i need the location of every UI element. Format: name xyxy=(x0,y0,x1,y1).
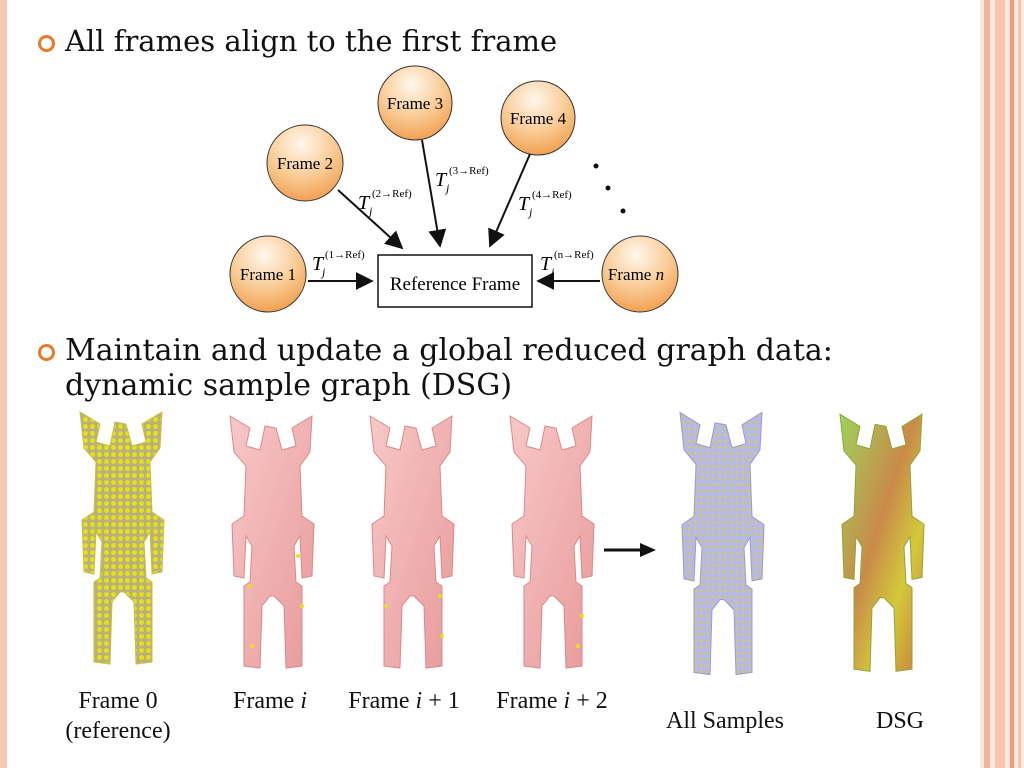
right-border-stripe xyxy=(1018,0,1021,768)
caption-all-samples: All Samples xyxy=(666,708,784,734)
svg-text:(n→Ref): (n→Ref) xyxy=(554,249,594,261)
svg-text:j: j xyxy=(549,265,555,279)
svg-text:T: T xyxy=(358,192,371,214)
bullet-text: All frames align to the first frame xyxy=(65,24,558,58)
dsg-figure xyxy=(79,411,925,675)
svg-text:T: T xyxy=(435,169,448,191)
frame-2-label: Frame 2 xyxy=(277,154,333,173)
right-border-stripe xyxy=(995,0,1005,768)
svg-text:j: j xyxy=(527,205,533,219)
right-border-stripe xyxy=(984,0,990,768)
caption-frame-i-plus-2: Frame i + 2 xyxy=(496,688,608,714)
bullet-item-1: All frames align to the first frame xyxy=(38,24,557,58)
frame-1-label: Frame 1 xyxy=(240,265,296,284)
caption-frame-0-line-2: (reference) xyxy=(65,718,171,744)
robot-dsg xyxy=(839,413,925,672)
reference-frame-box: Reference Frame xyxy=(377,254,533,308)
arrow-frame-3 xyxy=(421,139,447,248)
robot-all-samples xyxy=(679,411,765,675)
bullet-marker-icon xyxy=(38,35,55,52)
caption-dsg: DSG xyxy=(875,708,924,734)
frame-3-node: Frame 3 xyxy=(377,65,453,141)
transform-label-n: T j (n→Ref) xyxy=(540,249,594,279)
ellipsis-dots xyxy=(593,163,626,214)
transform-label-3: T j (3→Ref) xyxy=(435,165,489,195)
bullet-text-line-1: Maintain and update a global reduced gra… xyxy=(65,333,833,368)
right-arrow-icon xyxy=(604,543,656,557)
svg-text:(3→Ref): (3→Ref) xyxy=(449,165,489,177)
frame-3-label: Frame 3 xyxy=(387,94,443,113)
caption-frame-0: Frame 0 (reference) xyxy=(48,686,188,746)
svg-text:T: T xyxy=(312,253,325,275)
frame-1-node: Frame 1 xyxy=(229,235,307,313)
svg-text:(1→Ref): (1→Ref) xyxy=(325,249,365,261)
svg-text:(4→Ref): (4→Ref) xyxy=(532,189,572,201)
robot-frame-i-plus-1 xyxy=(369,415,455,669)
arrow-frame-4 xyxy=(488,153,531,248)
robot-frame-0 xyxy=(79,411,165,665)
svg-text:T: T xyxy=(540,253,553,275)
bullet-marker-icon xyxy=(38,344,55,361)
arrow-frame-2 xyxy=(337,189,404,250)
reference-frame-label: Reference Frame xyxy=(390,274,520,295)
caption-frame-i-plus-1: Frame i + 1 xyxy=(348,688,460,714)
caption-frame-i: Frame i xyxy=(233,688,307,714)
caption-frame-0-line-1: Frame 0 xyxy=(78,688,158,714)
bullet-item-2: Maintain and update a global reduced gra… xyxy=(38,333,833,403)
svg-text:(2→Ref): (2→Ref) xyxy=(372,188,412,200)
bullet-text: Maintain and update a global reduced gra… xyxy=(65,333,833,403)
svg-text:j: j xyxy=(444,181,450,195)
alignment-diagram: Reference Frame Frame 1 T j (1→Ref) Fram… xyxy=(229,65,679,313)
right-border-stripe xyxy=(1010,0,1014,768)
transform-label-2: T j (2→Ref) xyxy=(358,188,412,218)
transform-label-1: T j (1→Ref) xyxy=(312,249,365,279)
frame-2-node: Frame 2 xyxy=(266,124,344,202)
transform-label-4: T j (4→Ref) xyxy=(518,189,572,219)
frame-n-label: Frame n xyxy=(608,265,664,284)
bullet-text-line-2: dynamic sample graph (DSG) xyxy=(65,368,513,403)
left-border-decoration xyxy=(0,0,7,768)
frame-4-label: Frame 4 xyxy=(510,109,567,128)
robot-frame-i-plus-2 xyxy=(509,415,595,669)
frame-n-node: Frame n xyxy=(601,235,679,313)
svg-text:j: j xyxy=(367,204,373,218)
frame-4-node: Frame 4 xyxy=(500,80,576,156)
svg-text:T: T xyxy=(518,193,531,215)
robot-frame-i xyxy=(229,415,315,669)
svg-text:j: j xyxy=(320,265,326,279)
